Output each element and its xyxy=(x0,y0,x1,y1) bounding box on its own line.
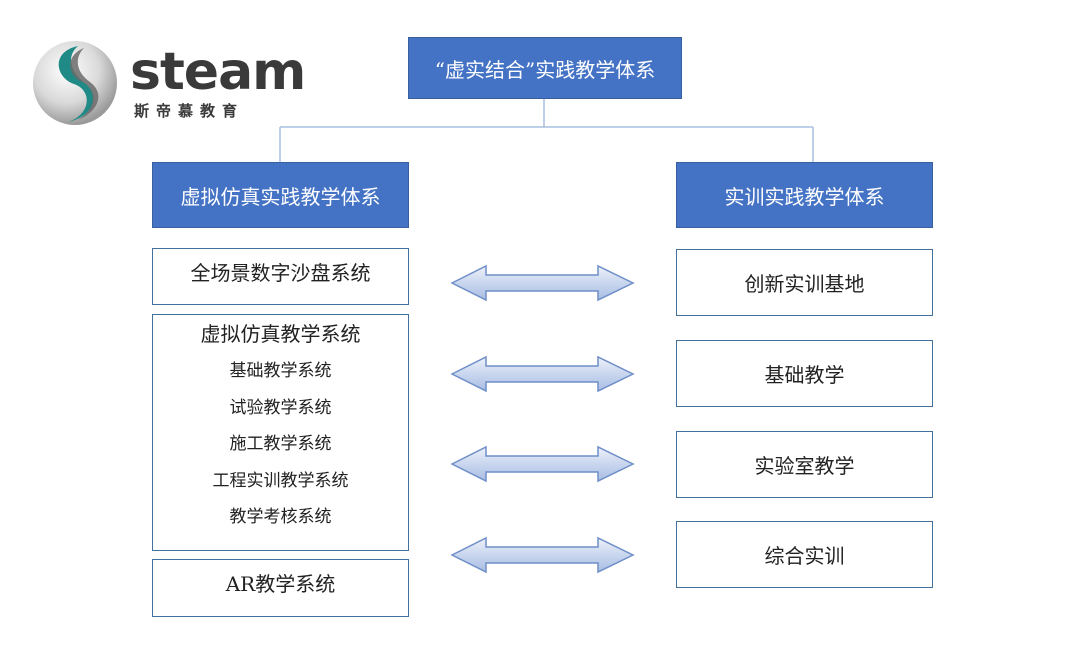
basic-teaching-label: 基础教学 xyxy=(764,363,845,387)
logo: steam 斯帝慕教育 xyxy=(30,38,306,128)
innovation-base-box: 创新实训基地 xyxy=(676,249,933,316)
double-arrow-icon xyxy=(450,264,635,302)
left-header-box: 虚拟仿真实践教学体系 xyxy=(152,162,409,228)
root-label: “虚实结合”实践教学体系 xyxy=(434,57,656,82)
comprehensive-training-label: 综合实训 xyxy=(764,544,845,568)
lab-teaching-box: 实验室教学 xyxy=(676,431,933,498)
right-header-box: 实训实践教学体系 xyxy=(676,162,933,228)
steam-logo-icon xyxy=(33,41,117,125)
list-item: 教学考核系统 xyxy=(229,507,332,528)
sandbox-system-label: 全场景数字沙盘系统 xyxy=(190,261,371,285)
ar-system-label: AR教学系统 xyxy=(225,572,336,596)
virtual-sim-title: 虚拟仿真教学系统 xyxy=(200,322,361,346)
list-item: 施工教学系统 xyxy=(229,434,332,455)
left-header-label: 虚拟仿真实践教学体系 xyxy=(180,184,381,209)
list-item: 试验教学系统 xyxy=(229,397,332,418)
double-arrow-icon xyxy=(450,355,635,393)
logo-subtitle: 斯帝慕教育 xyxy=(134,102,245,120)
logo-wordmark: steam xyxy=(130,42,306,102)
right-header-label: 实训实践教学体系 xyxy=(724,184,885,209)
innovation-base-label: 创新实训基地 xyxy=(744,272,865,296)
double-arrow-icon xyxy=(450,536,635,574)
ar-system-box: AR教学系统 xyxy=(152,559,409,617)
list-item: 工程实训教学系统 xyxy=(212,470,349,491)
lab-teaching-label: 实验室教学 xyxy=(754,454,855,478)
double-arrow-icon xyxy=(450,445,635,483)
list-item: 基础教学系统 xyxy=(229,361,332,381)
sandbox-system-box: 全场景数字沙盘系统 xyxy=(152,248,409,305)
basic-teaching-box: 基础教学 xyxy=(676,340,933,407)
comprehensive-training-box: 综合实训 xyxy=(676,521,933,588)
root-box: “虚实结合”实践教学体系 xyxy=(408,37,682,99)
virtual-sim-system-box: 虚拟仿真教学系统 基础教学系统 试验教学系统 施工教学系统 工程实训教学系统 教… xyxy=(152,314,409,551)
